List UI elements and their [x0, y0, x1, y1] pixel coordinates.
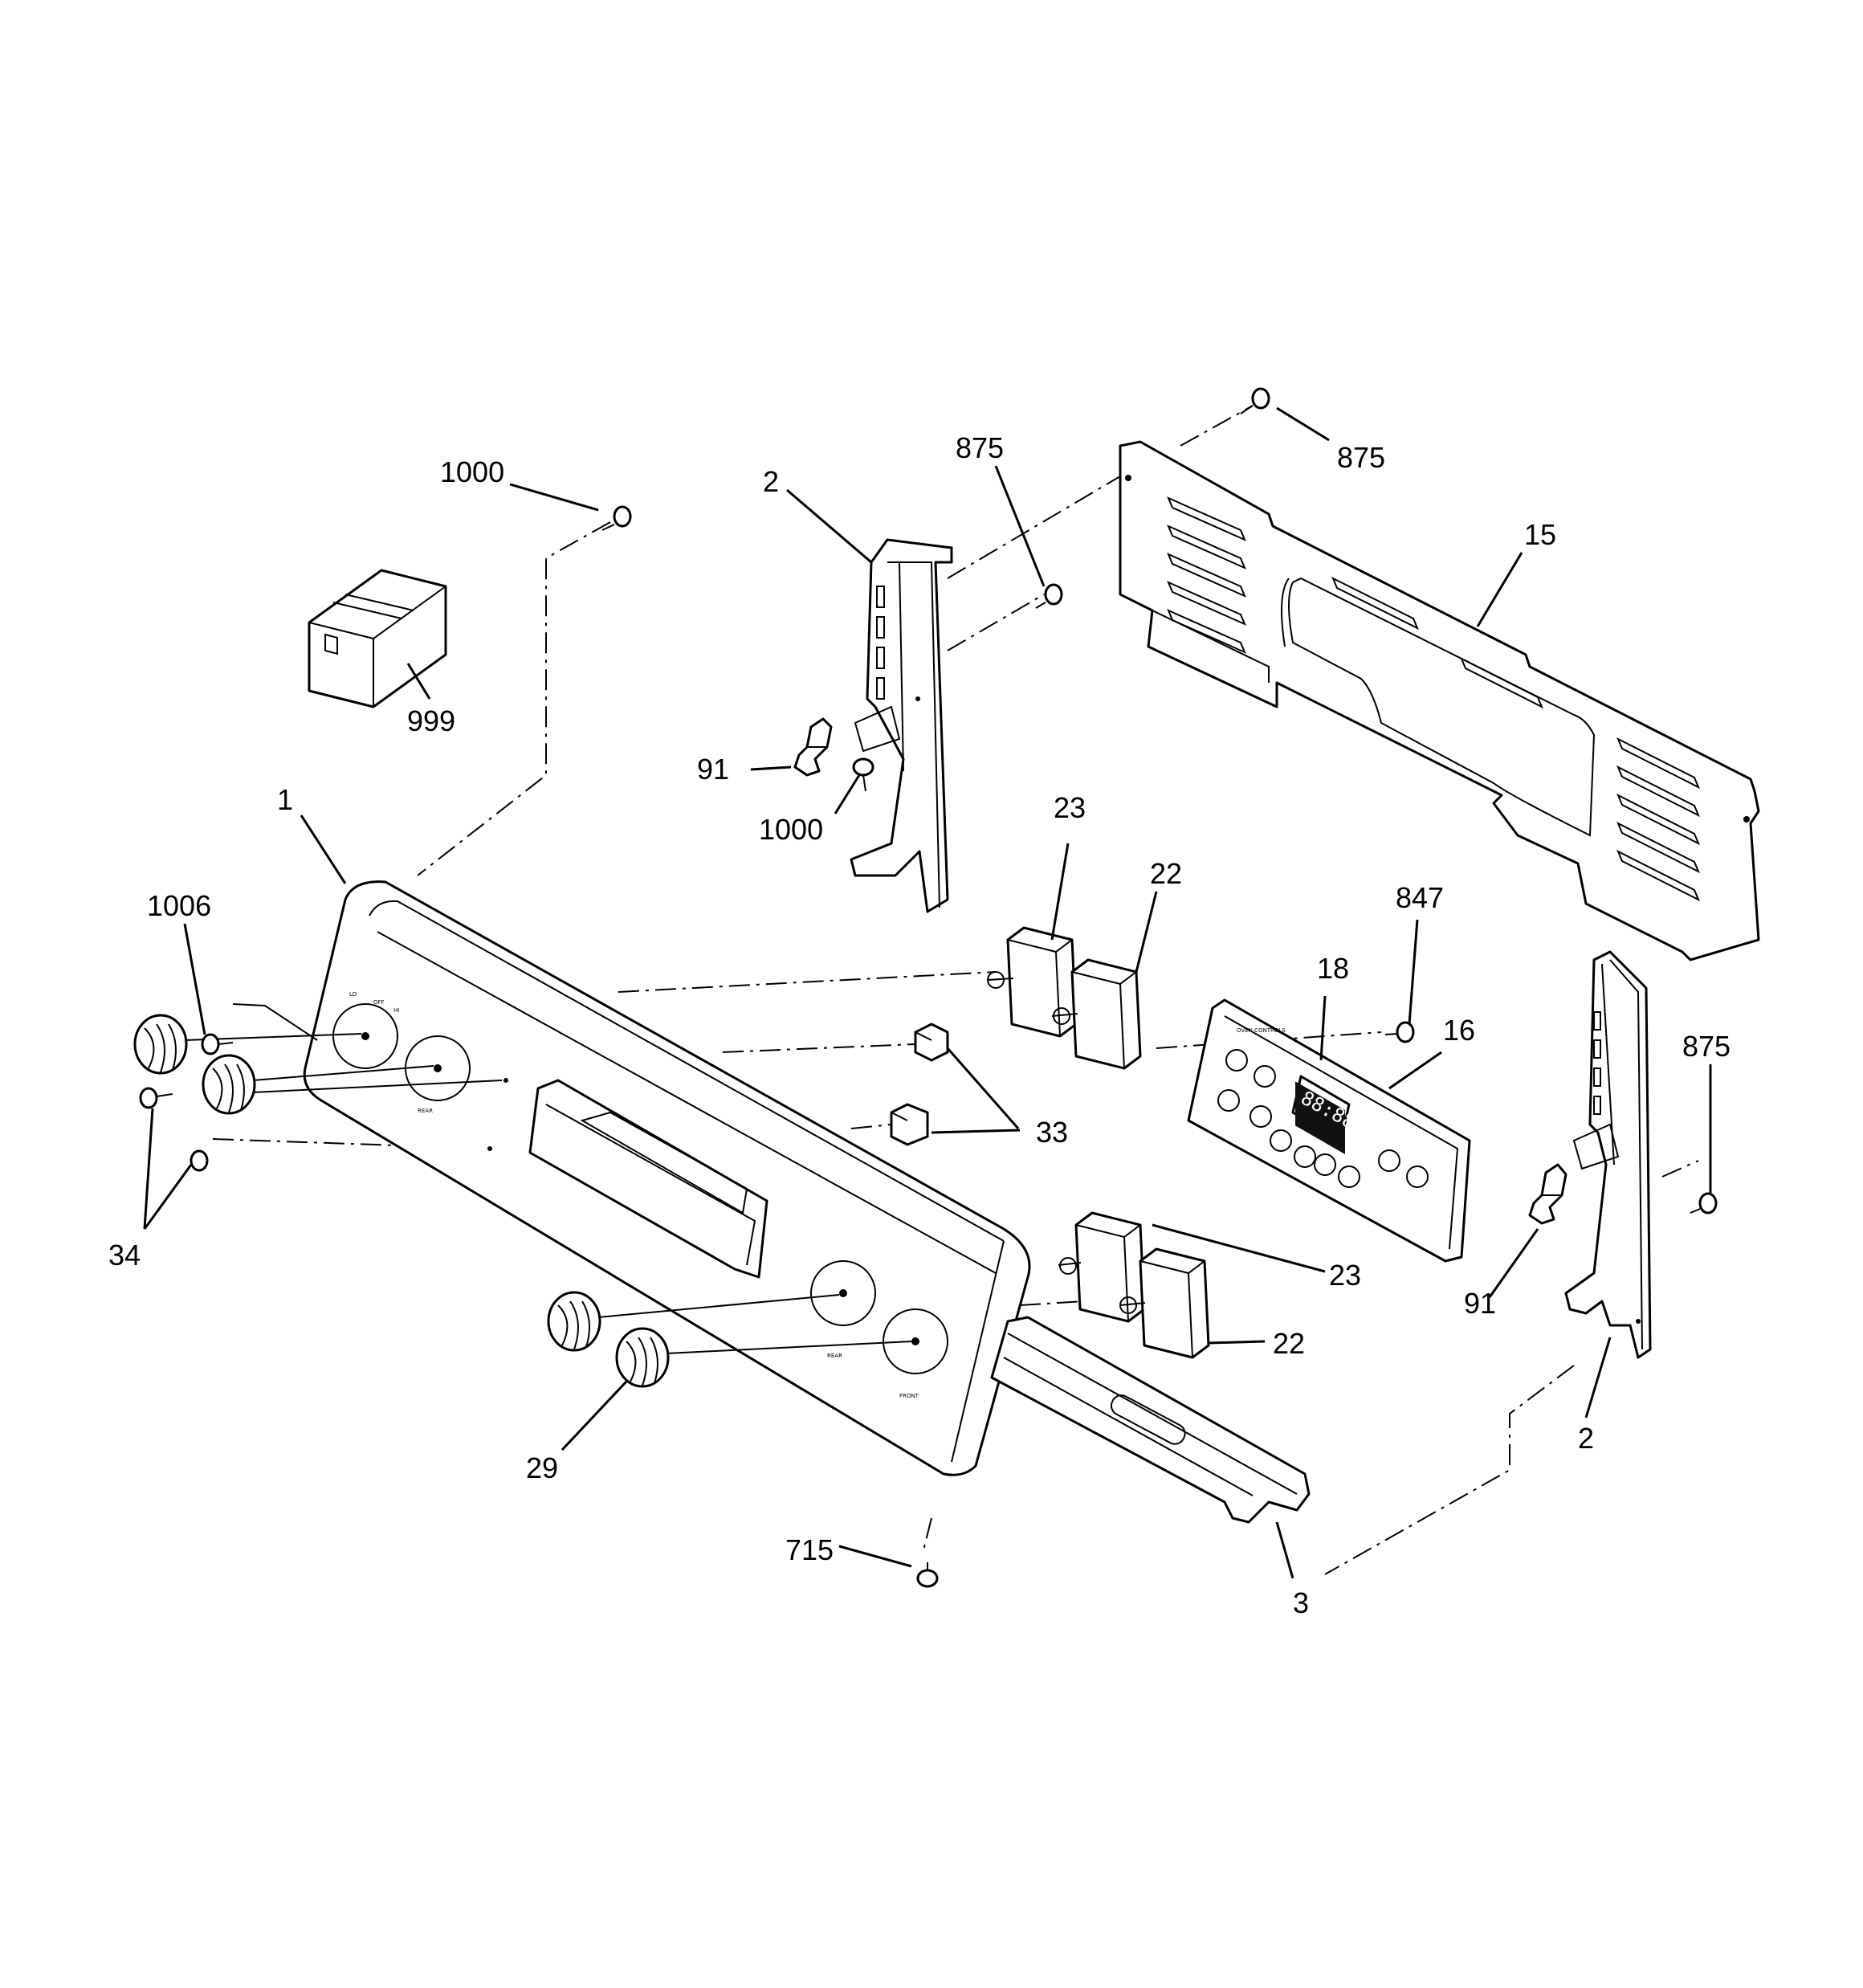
oven-control-part-16: OVEN CONTROLS 88:88 [1187, 998, 1471, 1263]
label-15: 15 [1524, 518, 1556, 551]
label-999: 999 [407, 704, 455, 737]
knob-alignment-lines [156, 1003, 912, 1354]
surface-knob-2 [202, 1054, 256, 1115]
label-2-lower: 2 [1578, 1422, 1594, 1455]
leader-lines [143, 406, 1712, 1579]
screw-875-upper-middle [1035, 583, 1063, 609]
dial-hi-label-1: HI [393, 1007, 399, 1014]
label-22-upper: 22 [1150, 857, 1182, 890]
screw-875-upper-right [1240, 387, 1270, 414]
side-bracket-part-2-upper [850, 538, 953, 913]
label-33: 33 [1036, 1116, 1068, 1149]
screw-1000-lower [852, 757, 874, 792]
label-16: 16 [1443, 1014, 1475, 1047]
switch-part-23-upper [987, 926, 1078, 1038]
label-2-upper: 2 [763, 465, 779, 498]
box-part-999 [308, 569, 447, 708]
rocker-switch-part-33-upper [914, 1023, 949, 1062]
dial-off-label-1: OFF [373, 999, 385, 1006]
screw-1000-upper [601, 505, 632, 531]
knob-part-1006-area [133, 1014, 670, 1388]
label-3: 3 [1293, 1586, 1309, 1619]
screw-847 [1384, 1021, 1415, 1043]
label-34: 34 [108, 1239, 141, 1272]
switch-part-23-lower [1058, 1211, 1146, 1323]
label-91-lower: 91 [1464, 1287, 1496, 1320]
control-keypad [1217, 1049, 1429, 1188]
dial-rear-label-left: REAR [418, 1108, 433, 1114]
surface-knob-4 [615, 1327, 670, 1388]
surface-knob-1 [133, 1014, 188, 1075]
clip-part-91-lower [1528, 1163, 1567, 1225]
switch-part-22-upper [1051, 958, 1142, 1070]
rocker-switch-part-33-lower [890, 1103, 929, 1146]
screws [201, 387, 1718, 1588]
surface-knob-3 [547, 1291, 601, 1352]
label-23-lower: 23 [1329, 1259, 1361, 1292]
plug-part-34 [139, 1087, 209, 1172]
label-23-upper: 23 [1054, 791, 1086, 824]
label-875-top-right: 875 [1337, 441, 1385, 474]
part-numbers: 1000 999 2 875 875 15 91 1000 1 23 22 84… [108, 431, 1731, 1619]
label-1: 1 [277, 783, 293, 816]
label-875-right: 875 [1682, 1030, 1731, 1063]
label-1006: 1006 [147, 889, 211, 922]
label-715: 715 [785, 1533, 834, 1566]
screw-875-right [1690, 1192, 1718, 1214]
dial-rear-label-right: REAR [827, 1353, 842, 1359]
panel-header: OVEN CONTROLS [1237, 1027, 1286, 1034]
back-panel-part-15 [1119, 440, 1760, 961]
label-1000-upper: 1000 [440, 455, 504, 488]
label-847: 847 [1396, 881, 1444, 914]
switch-part-22-lower [1119, 1247, 1210, 1359]
backsplash-part-1: LO OFF HI REAR REAR FRONT [303, 880, 1031, 1476]
label-22-lower: 22 [1273, 1327, 1305, 1360]
dial-lo-label-1: LO [349, 991, 357, 998]
clip-part-91-upper [793, 717, 833, 777]
screw-1006 [201, 1033, 234, 1055]
label-91-upper: 91 [697, 753, 729, 786]
label-29: 29 [526, 1451, 558, 1484]
screw-715 [916, 1562, 939, 1588]
label-1000-lower: 1000 [759, 813, 823, 846]
label-18: 18 [1317, 952, 1349, 985]
side-bracket-part-2-lower [1564, 950, 1652, 1359]
label-875-middle: 875 [956, 431, 1004, 464]
trim-part-3 [990, 1316, 1311, 1524]
dial-front-label: FRONT [899, 1393, 919, 1399]
